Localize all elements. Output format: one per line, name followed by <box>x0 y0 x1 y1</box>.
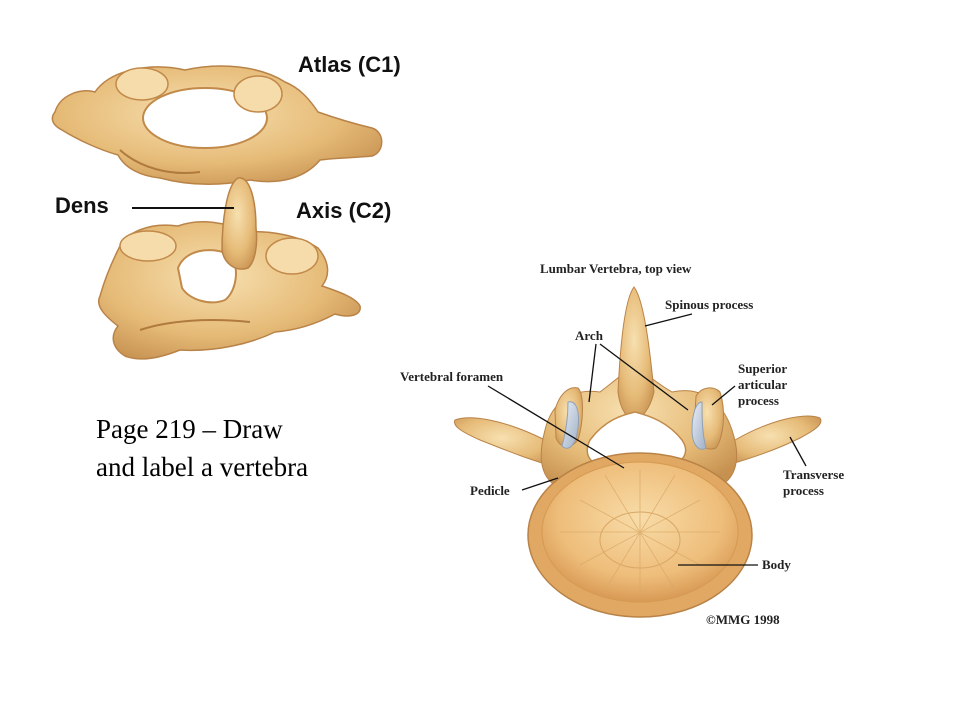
superior-label-line3: process <box>738 393 779 408</box>
transverse-leader <box>790 437 806 466</box>
dens-label: Dens <box>55 193 109 218</box>
caption: Page 219 – Draw and label a vertebra <box>96 410 308 486</box>
copyright-label: ©MMG 1998 <box>706 612 780 627</box>
body-label: Body <box>762 557 791 572</box>
arch-label: Arch <box>575 328 604 343</box>
transverse-label-line2: process <box>783 483 824 498</box>
pedicle-label: Pedicle <box>470 483 510 498</box>
superior-label-line1: Superior <box>738 361 787 376</box>
caption-line-1: Page 219 – Draw <box>96 410 308 448</box>
vertebral-foramen-label: Vertebral foramen <box>400 369 504 384</box>
spinous-leader <box>645 314 692 326</box>
axis-label: Axis (C2) <box>296 198 391 223</box>
transverse-label-line1: Transverse <box>783 467 844 482</box>
caption-line-2: and label a vertebra <box>96 448 308 486</box>
dens-process <box>222 178 257 269</box>
lumbar-title: Lumbar Vertebra, top view <box>540 261 692 276</box>
superior-label-line2: articular <box>738 377 787 392</box>
spinous-process-label: Spinous process <box>665 297 753 312</box>
atlas-label: Atlas (C1) <box>298 52 401 77</box>
atlas-vertebra <box>52 66 381 184</box>
